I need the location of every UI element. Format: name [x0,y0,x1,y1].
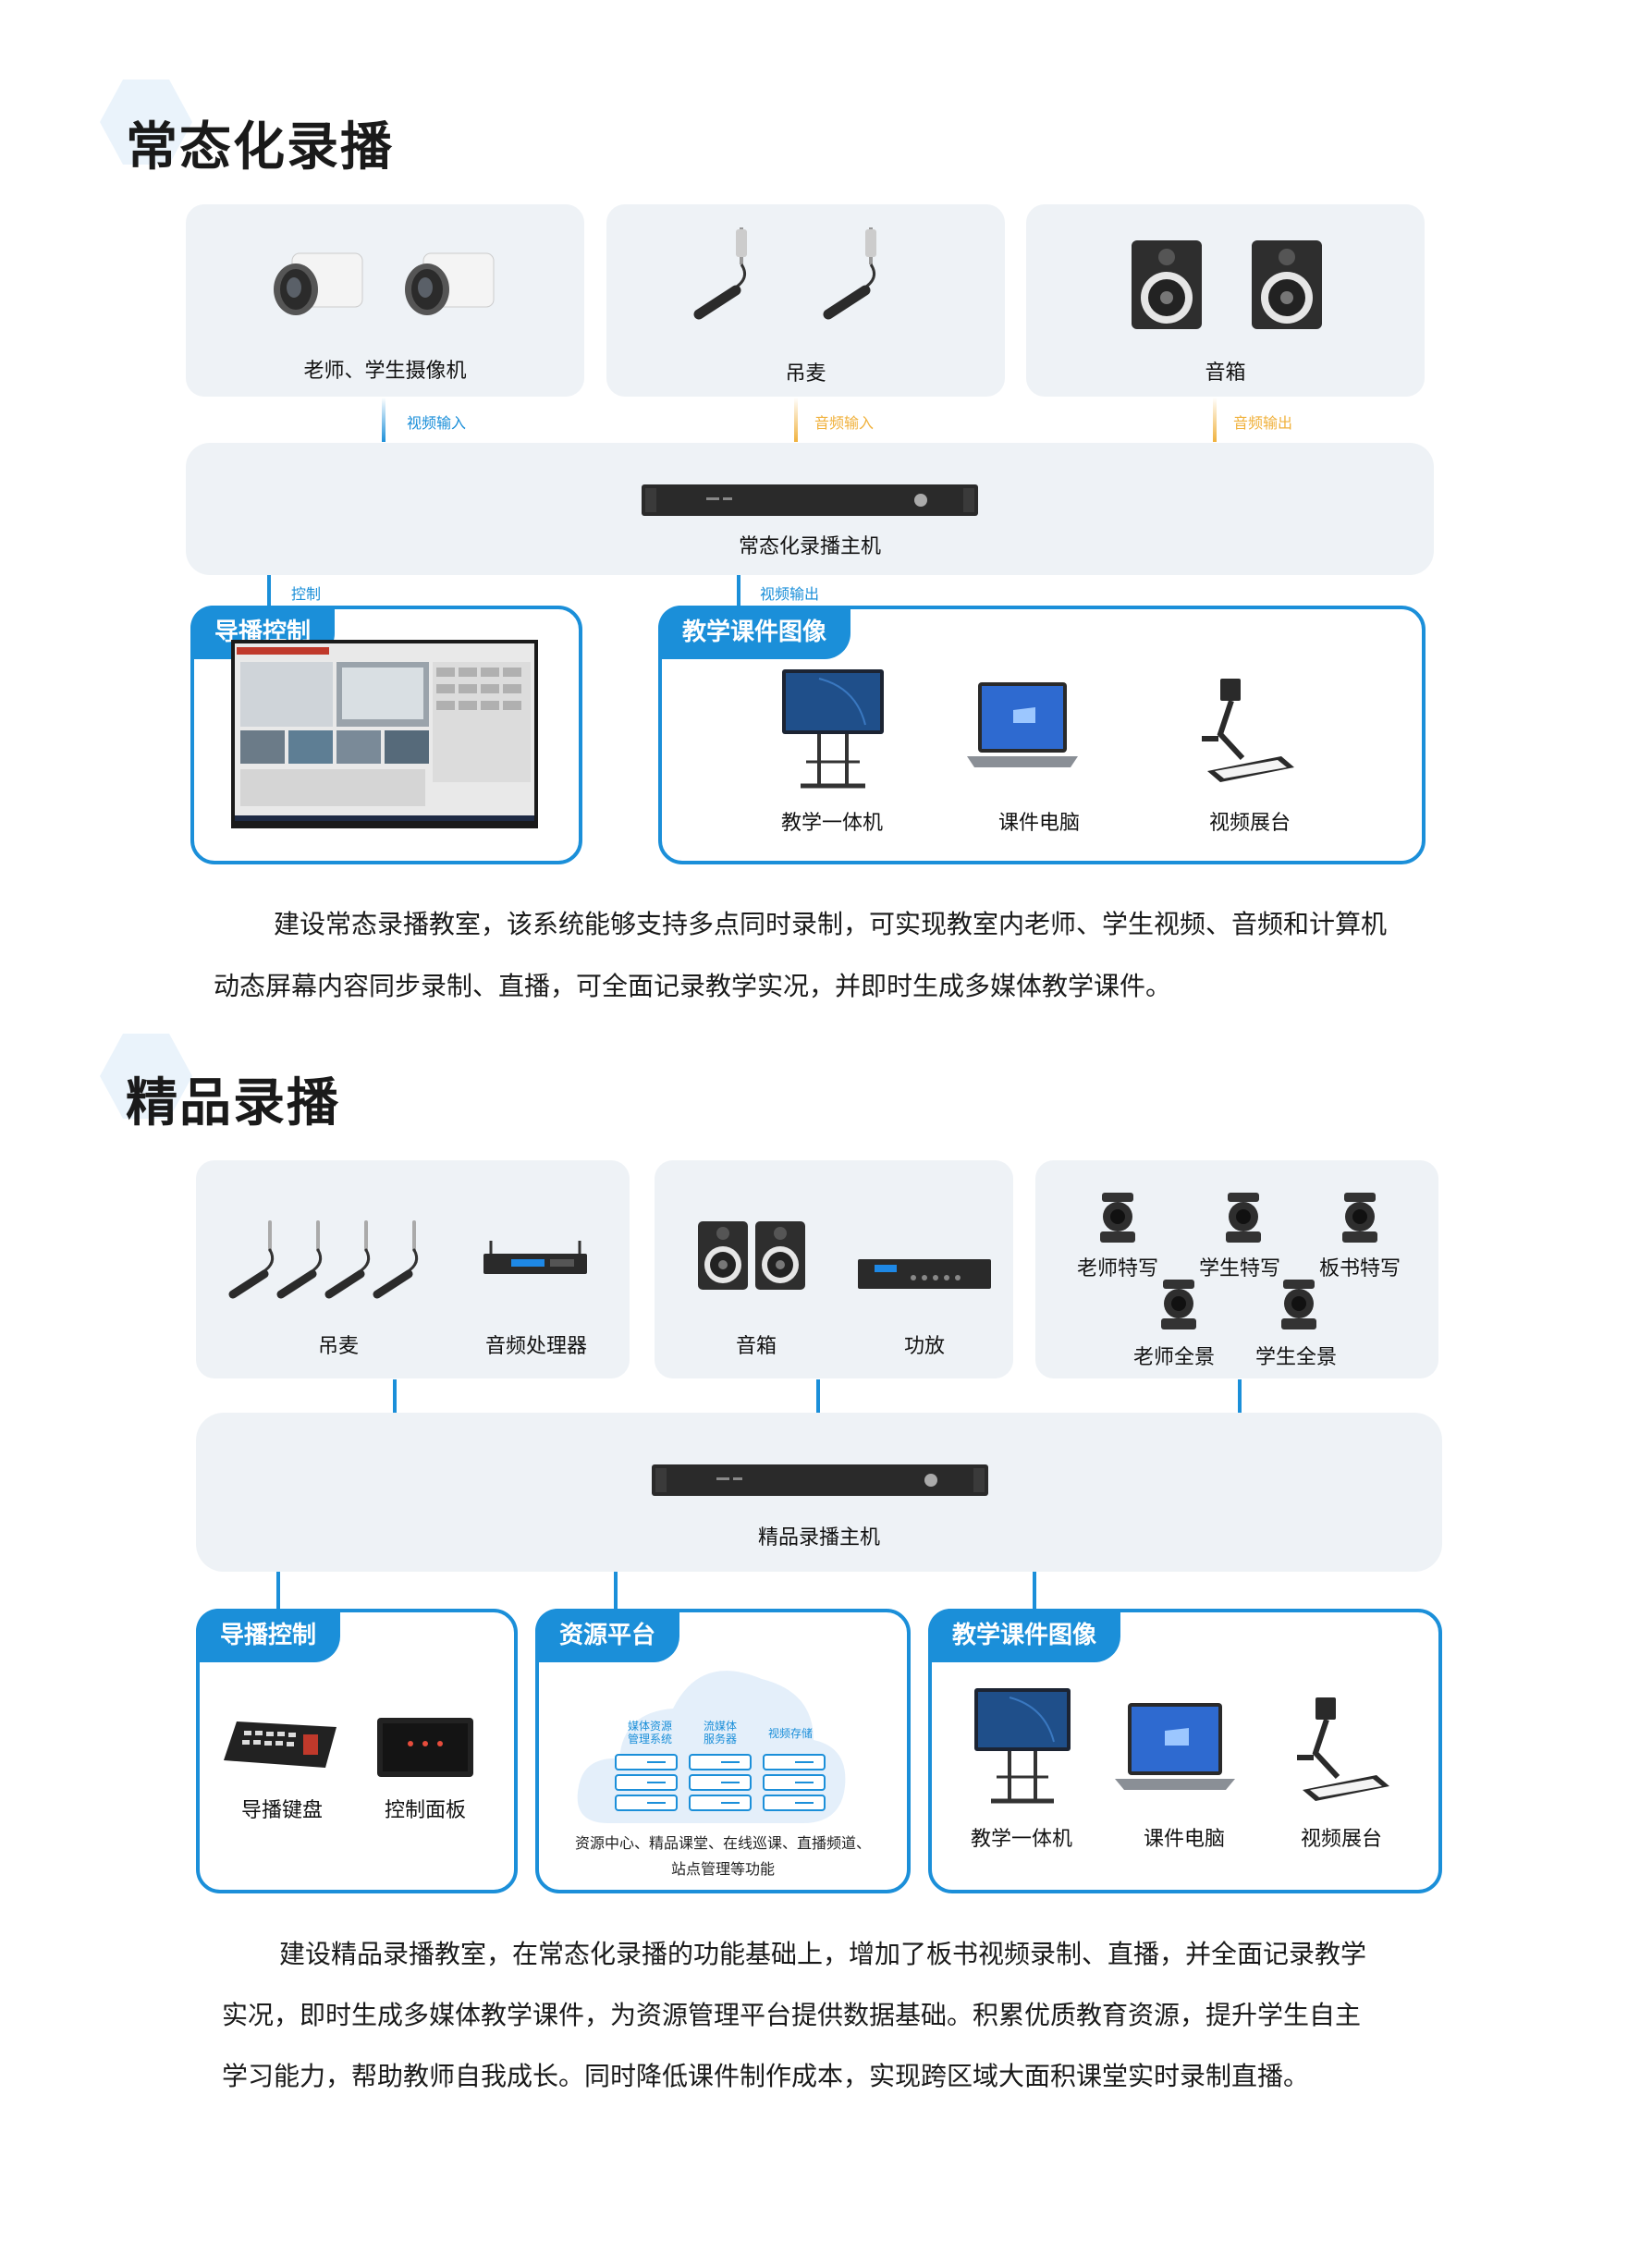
rack-host-icon [652,1464,988,1496]
director-control-tag: 导播控制 [196,1609,341,1662]
video-output-line [737,575,740,612]
courseware-tag: 教学课件图像 [658,606,851,659]
title-hex-decoration [100,1034,192,1119]
connector-line [1238,1379,1242,1413]
hanging-mic-icon [228,1220,419,1299]
laptop-icon [1115,1703,1235,1790]
courseware-item-label: 教学一体机 [780,812,883,835]
director-item-label: 控制面板 [384,1799,466,1822]
audio-output-line [1213,398,1217,442]
speaker-icon [755,1221,805,1290]
rack-host-icon [642,484,978,516]
section-title: 精品录播 [126,1073,340,1133]
resource-col-label: 流媒体 服务器 [703,1720,737,1746]
ptz-camera-icon [1161,1280,1196,1329]
audio-input-label: 音频输入 [814,414,875,432]
document-camera-icon [1297,1697,1389,1801]
host-label: 精品录播主机 [757,1526,880,1550]
speakers-card [1026,204,1425,397]
teacher-wide-label: 老师全景 [1132,1346,1215,1369]
section-description: 动态屏幕内容同步录制、直播，可全面记录教学实况，并即时生成多媒体教学课件。 [214,971,1172,1001]
server-stack-icon [615,1754,826,1811]
speaker-icon [1132,240,1202,329]
speaker-label: 音箱 [735,1335,777,1358]
control-panel-icon [377,1718,473,1777]
audio-input-line [794,398,798,442]
director-item-label: 导播键盘 [240,1799,323,1822]
control-line [267,575,271,612]
section-description: 实况，即时生成多媒体教学课件，为资源管理平台提供数据基础。积累优质教育资源，提升… [222,2000,1362,2030]
connector-line [614,1572,618,1612]
speakers-label: 音箱 [1205,361,1246,385]
director-keyboard-icon [224,1721,337,1768]
cameras-label: 老师、学生摄像机 [303,360,467,383]
all-in-one-board-icon [974,1688,1071,1804]
student-closeup-label: 学生特写 [1198,1257,1280,1280]
section-description: 学习能力，帮助教师自我成长。同时降低课件制作成本，实现跨区域大面积课堂实时录制直… [222,2061,1310,2091]
connector-line [276,1572,280,1612]
video-input-line [382,398,385,442]
section-title: 常态化录播 [126,117,394,178]
hanging-mic-icon [823,227,876,320]
cameras-card [186,204,584,397]
courseware-tag: 教学课件图像 [928,1609,1121,1662]
resource-platform-tag: 资源平台 [535,1609,680,1662]
amplifier-label: 功放 [903,1335,945,1358]
ptz-camera-icon [1281,1280,1316,1329]
speaker-icon [1252,240,1322,329]
hanging-mic-icon [693,227,747,320]
teacher-closeup-label: 老师特写 [1076,1257,1158,1280]
connector-line [393,1379,397,1413]
mic-card [606,204,1005,397]
courseware-item-label: 视频展台 [1300,1828,1382,1851]
speaker-icon [698,1221,748,1290]
host-label: 常态化录播主机 [738,535,881,558]
audio-output-label: 音频输出 [1233,414,1293,432]
connector-line [816,1379,820,1413]
board-closeup-label: 板书特写 [1318,1257,1401,1280]
director-software-screen [231,640,538,828]
camera-icon [274,252,363,315]
courseware-item-label: 教学一体机 [970,1828,1072,1851]
mic-label: 吊麦 [785,362,826,386]
video-input-label: 视频输入 [407,414,467,432]
control-label: 控制 [291,585,322,603]
laptop-icon [967,682,1078,767]
mic-label: 吊麦 [317,1335,359,1358]
ptz-camera-icon [1100,1193,1135,1243]
audio-processor-label: 音频处理器 [484,1335,587,1358]
section-description: 建设精品录播教室，在常态化录播的功能基础上，增加了板书视频录制、直播，并全面记录… [279,1939,1367,1969]
video-output-label: 视频输出 [760,585,820,603]
amplifier-icon [858,1259,991,1289]
section-description: 建设常态录播教室，该系统能够支持多点同时录制，可实现教室内老师、学生视频、音频和… [274,909,1388,939]
resource-col-label: 媒体资源 管理系统 [627,1720,672,1746]
audio-processor-icon [483,1241,587,1274]
courseware-item-label: 课件电脑 [1143,1828,1225,1851]
ptz-camera-icon [1342,1193,1377,1243]
connector-line [1033,1572,1036,1612]
all-in-one-board-icon [782,669,884,789]
courseware-item-label: 课件电脑 [997,812,1080,835]
ptz-camera-icon [1226,1193,1261,1243]
document-camera-icon [1202,679,1294,782]
camera-icon [405,252,495,315]
student-wide-label: 学生全景 [1254,1346,1337,1369]
courseware-item-label: 视频展台 [1208,812,1291,835]
resource-description: 资源中心、精品课堂、在线巡课、直播频道、 [574,1834,871,1852]
resource-description: 站点管理等功能 [670,1860,775,1878]
resource-col-label: 视频存储 [767,1727,813,1740]
